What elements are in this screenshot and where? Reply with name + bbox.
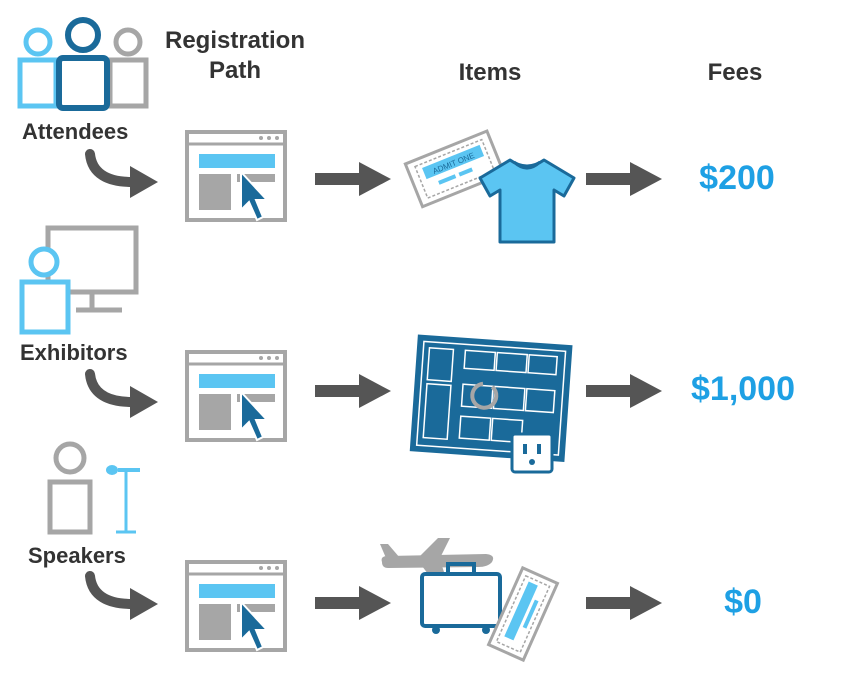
ticket-icon xyxy=(486,565,560,663)
right-arrow-icon xyxy=(586,374,662,408)
registration-form-icon xyxy=(185,560,287,652)
speaker-microphone-icon xyxy=(47,441,140,535)
tshirt-icon xyxy=(478,158,576,244)
right-arrow-icon xyxy=(315,162,391,196)
registration-header-line1: Registration xyxy=(164,27,305,54)
speakers-fee: $0 xyxy=(724,583,762,621)
registration-form-icon xyxy=(185,130,287,222)
exhibitors-label: Exhibitors xyxy=(20,340,128,365)
ticket-icon: ADMIT ONE xyxy=(403,129,507,209)
exhibitor-presenter-icon xyxy=(19,225,139,335)
curved-arrow-icon xyxy=(85,369,158,418)
fees-header: Fees xyxy=(707,59,763,86)
registration-path-header: Registration Path xyxy=(150,26,320,86)
right-arrow-icon xyxy=(586,162,662,196)
attendees-label: Attendees xyxy=(22,119,129,144)
registration-header-line2: Path xyxy=(208,57,261,84)
attendees-group-icon xyxy=(17,17,149,111)
speakers-label: Speakers xyxy=(28,543,126,568)
suitcase-icon xyxy=(420,562,502,634)
right-arrow-icon xyxy=(586,586,662,620)
right-arrow-icon xyxy=(315,374,391,408)
registration-form-icon xyxy=(185,350,287,442)
exhibitors-fee: $1,000 xyxy=(691,370,795,408)
booth-floorplan-icon xyxy=(406,331,576,474)
curved-arrow-icon xyxy=(85,149,158,198)
right-arrow-icon xyxy=(315,586,391,620)
curved-arrow-icon xyxy=(85,571,158,620)
attendees-fee: $200 xyxy=(699,159,775,197)
items-header: Items xyxy=(458,59,522,86)
